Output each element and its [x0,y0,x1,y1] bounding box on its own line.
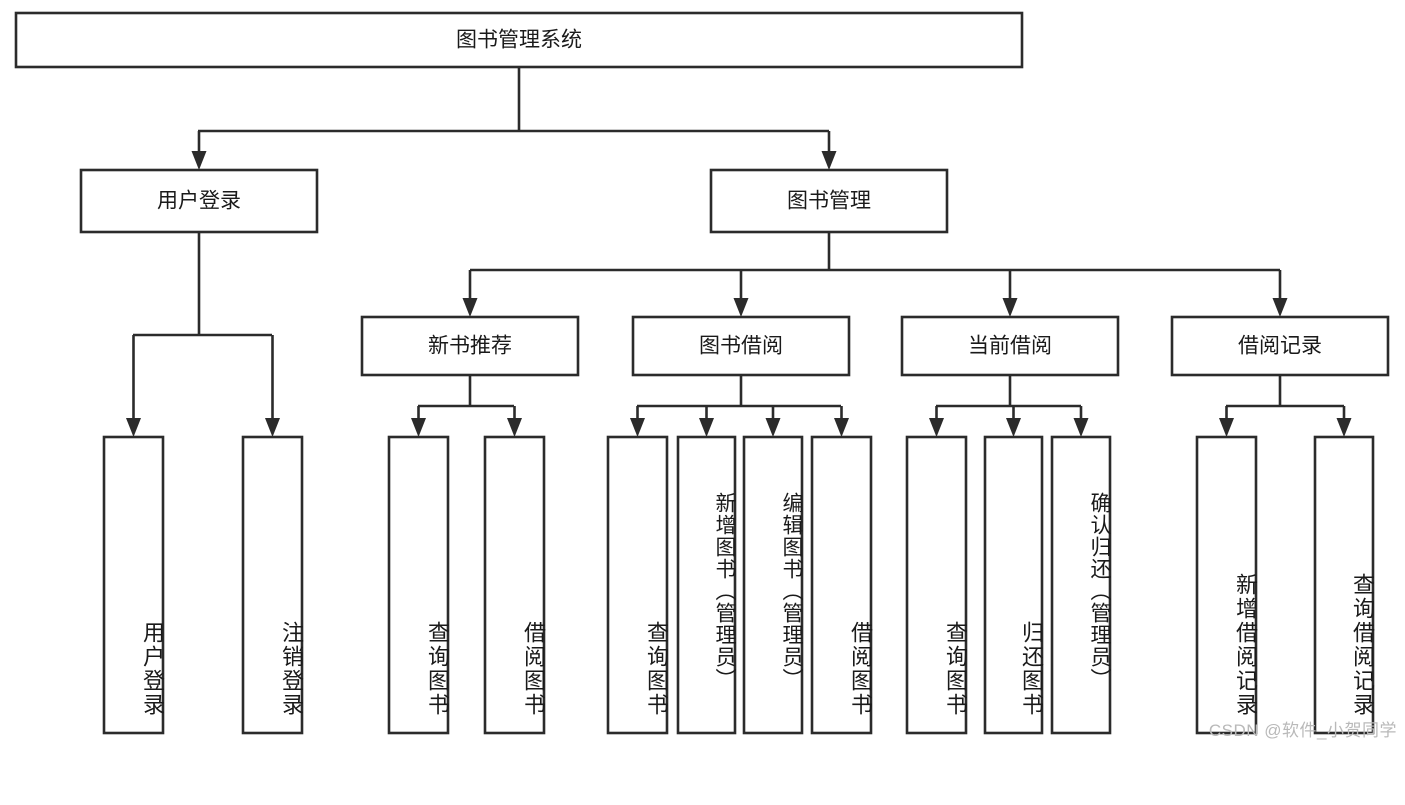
arrow-head-leaf-query-book-borrow [630,418,645,437]
arrow-head-new-book-recommend [462,298,478,317]
arrow-head-leaf-query-book-cur [929,418,944,437]
arrow-head-book-borrow [733,298,749,317]
arrow-head-leaf-edit-book-admin [765,418,781,437]
node-box-current-borrow[interactable] [900,315,1120,377]
node-box-user-login[interactable] [79,168,319,234]
node-box-leaf-return-book[interactable] [983,435,1044,735]
arrow-head-leaf-query-borrow-record [1336,418,1352,437]
node-box-leaf-borrow-book-rec[interactable] [483,435,546,735]
node-box-leaf-user-logout[interactable] [241,435,304,735]
node-box-root[interactable] [14,11,1024,69]
arrow-head-book-manage [821,151,837,170]
arrow-head-current-borrow [1002,298,1018,317]
node-box-leaf-borrow-book[interactable] [810,435,873,735]
arrow-head-leaf-user-logout [265,418,280,437]
node-box-leaf-add-book-admin[interactable] [676,435,737,735]
arrow-head-leaf-borrow-book [834,418,849,437]
node-box-leaf-user-login[interactable] [102,435,165,735]
node-label-new-book-recommend: 新书推荐 [428,335,512,358]
node-boxes-group [14,11,1390,735]
node-box-leaf-add-borrow-record[interactable] [1195,435,1258,735]
arrow-head-leaf-user-login [126,418,141,437]
arrow-head-leaf-query-book-rec [411,418,426,437]
node-box-new-book-recommend[interactable] [360,315,580,377]
node-label-root: 图书管理系统 [456,29,582,52]
node-box-leaf-query-book-borrow[interactable] [606,435,669,735]
node-box-leaf-query-book-cur[interactable] [905,435,968,735]
connector-lines-group [126,67,1352,437]
node-label-user-login: 用户登录 [157,190,241,213]
arrow-head-user-login [191,151,207,170]
functional-structure-diagram: 图书管理系统用户登录图书管理新书推荐图书借阅当前借阅借阅记录 用户登录注销登录查… [14,11,1397,740]
arrow-head-borrow-record [1272,298,1288,317]
node-box-book-borrow[interactable] [631,315,851,377]
node-label-current-borrow: 当前借阅 [968,335,1052,358]
node-box-leaf-edit-book-admin[interactable] [742,435,804,735]
node-label-book-borrow: 图书借阅 [699,335,783,358]
arrow-head-leaf-add-borrow-record [1219,418,1234,437]
arrow-head-leaf-return-book [1006,418,1021,437]
node-box-borrow-record[interactable] [1170,315,1390,377]
csdn-watermark: CSDN @软件_小贺同学 [1208,721,1397,740]
node-box-leaf-query-book-rec[interactable] [387,435,450,735]
arrow-head-leaf-confirm-return-admin [1073,418,1089,437]
node-box-leaf-query-borrow-record[interactable] [1313,435,1375,735]
arrow-head-leaf-add-book-admin [699,418,714,437]
node-label-borrow-record: 借阅记录 [1238,335,1322,358]
node-box-leaf-confirm-return-admin[interactable] [1050,435,1112,735]
node-box-book-manage[interactable] [709,168,949,234]
arrow-head-leaf-borrow-book-rec [507,418,522,437]
node-label-book-manage: 图书管理 [787,190,871,213]
